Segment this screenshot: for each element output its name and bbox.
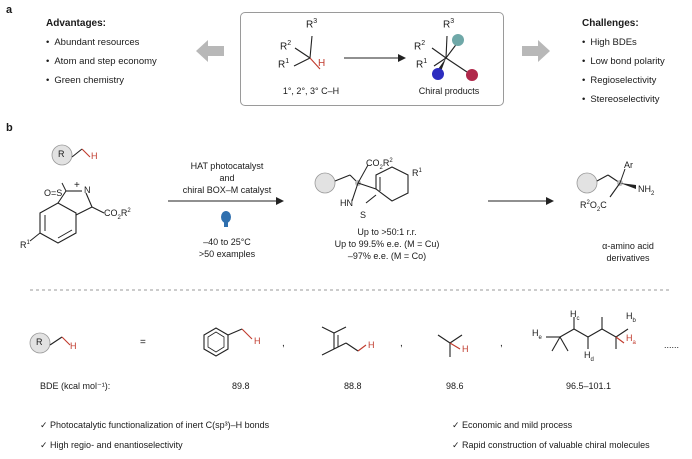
selectivity-results: Up to >50:1 r.r. Up to 99.5% e.e. (M = C… [312, 226, 462, 262]
benefit-item: ✓ Photocatalytic functionalization of in… [40, 420, 270, 430]
challenges-block: Challenges: High BDEs Low bond polarity … [582, 18, 665, 109]
bde-label: BDE (kcal mol⁻¹): [40, 381, 111, 391]
reagent-sulfonyl-label: O=S [44, 188, 63, 198]
substrate-h-label: H [318, 58, 326, 69]
chain-hc-label: Hc [570, 309, 580, 322]
toluene-h-label: H [254, 336, 261, 346]
product-r1-label: R1 [412, 168, 422, 178]
isopropyl-h-label: H [462, 344, 469, 354]
panel-b-scheme [29, 144, 672, 291]
plus-sign: + [74, 180, 80, 191]
advantages-list: Abundant resources Atom and step economy… [46, 33, 157, 90]
chain-ha-label: Ha [626, 333, 636, 346]
comma-separator: , [400, 338, 403, 349]
challenge-item: Regioselectivity [582, 71, 665, 90]
product-ester-label: CO2R2 [366, 158, 393, 171]
teal-substituent-ball [452, 34, 464, 46]
substrate-r2-label: R2 [280, 40, 292, 53]
product-s-label: S [360, 210, 367, 220]
panel-a-label: a [6, 4, 13, 16]
advantage-item: Abundant resources [46, 33, 157, 52]
substrate-r1-label: R1 [278, 58, 290, 71]
result-line: –97% e.e. (M = Co) [347, 251, 427, 261]
condition-line: chiral BOX–M catalyst [182, 185, 272, 195]
challenge-item: High BDEs [582, 33, 665, 52]
product-nh2-label: NH2 [638, 184, 655, 197]
blue-substituent-ball [432, 68, 444, 80]
reagent-r1-label: R1 [20, 240, 30, 250]
advantage-item: Green chemistry [46, 71, 157, 90]
overview-structures [293, 34, 478, 81]
reactant-h-label: H [91, 151, 98, 161]
advantages-title: Advantages: [46, 18, 107, 29]
chain-hb-label: Hb [626, 311, 636, 324]
bde-value: 96.5–101.1 [566, 381, 612, 391]
result-line: Up to 99.5% e.e. (M = Cu) [334, 239, 440, 249]
advantages-block: Advantages: Abundant resources Atom and … [46, 18, 157, 90]
product-r2-label: R2 [414, 40, 426, 53]
product-nh-label: HN [340, 198, 353, 208]
substrate-r3-label: R3 [306, 18, 318, 31]
reagent-ester-label: CO2R2 [104, 208, 131, 221]
alkene-h-label: H [368, 340, 375, 350]
product-r3-label: R3 [443, 18, 455, 31]
challenge-item: Stereoselectivity [582, 90, 665, 109]
right-block-arrow [522, 40, 550, 62]
advantage-item: Atom and step economy [46, 52, 156, 71]
example-h-label: H [70, 341, 77, 351]
comma-separator: , [282, 338, 285, 349]
condition-line: HAT photocatalyst [190, 161, 264, 171]
result-line: Up to >50:1 r.r. [357, 227, 417, 237]
condition-line: –40 to 25°C [203, 237, 251, 247]
product-ar-label: Ar [624, 160, 633, 170]
substrate-examples [29, 317, 629, 357]
product-ester2-label: R2O2C [580, 200, 607, 213]
left-block-arrow [196, 40, 224, 62]
challenges-title: Challenges: [582, 18, 639, 29]
product-r1-label: R1 [416, 58, 428, 71]
caption-line: derivatives [606, 253, 650, 263]
chain-hd-label: Hd [584, 350, 594, 363]
benefit-item: ✓ High regio- and enantioselectivity [40, 440, 183, 450]
chain-he-label: He [532, 328, 542, 341]
panel-b-label: b [6, 122, 13, 134]
example-r-label: R [36, 337, 43, 347]
reaction-overview-box [240, 12, 504, 106]
challenges-list: High BDEs Low bond polarity Regioselecti… [582, 33, 665, 109]
reaction-conditions: HAT photocatalyst and chiral BOX–M catal… [162, 160, 292, 196]
bde-value: 88.8 [344, 381, 362, 391]
ellipsis: ...... [664, 340, 680, 350]
condition-line: >50 examples [198, 249, 256, 259]
challenge-item: Low bond polarity [582, 52, 664, 71]
reaction-temperature: –40 to 25°C >50 examples [172, 236, 282, 260]
bde-value: 89.8 [232, 381, 250, 391]
amino-acid-caption: α-amino acid derivatives [588, 240, 668, 264]
red-substituent-ball [466, 69, 478, 81]
reactant-r-label: R [58, 149, 65, 159]
condition-line: and [219, 173, 235, 183]
bde-value: 98.6 [446, 381, 464, 391]
product-caption: Chiral products [418, 86, 480, 96]
comma-separator: , [500, 338, 503, 349]
substrate-caption: 1°, 2°, 3° C–H [282, 86, 340, 96]
equals-sign: = [140, 337, 146, 348]
benefit-item: ✓ Economic and mild process [452, 420, 573, 430]
reagent-n-label: N [84, 185, 91, 195]
benefit-item: ✓ Rapid construction of valuable chiral … [452, 440, 650, 450]
caption-line: α-amino acid [602, 241, 654, 251]
